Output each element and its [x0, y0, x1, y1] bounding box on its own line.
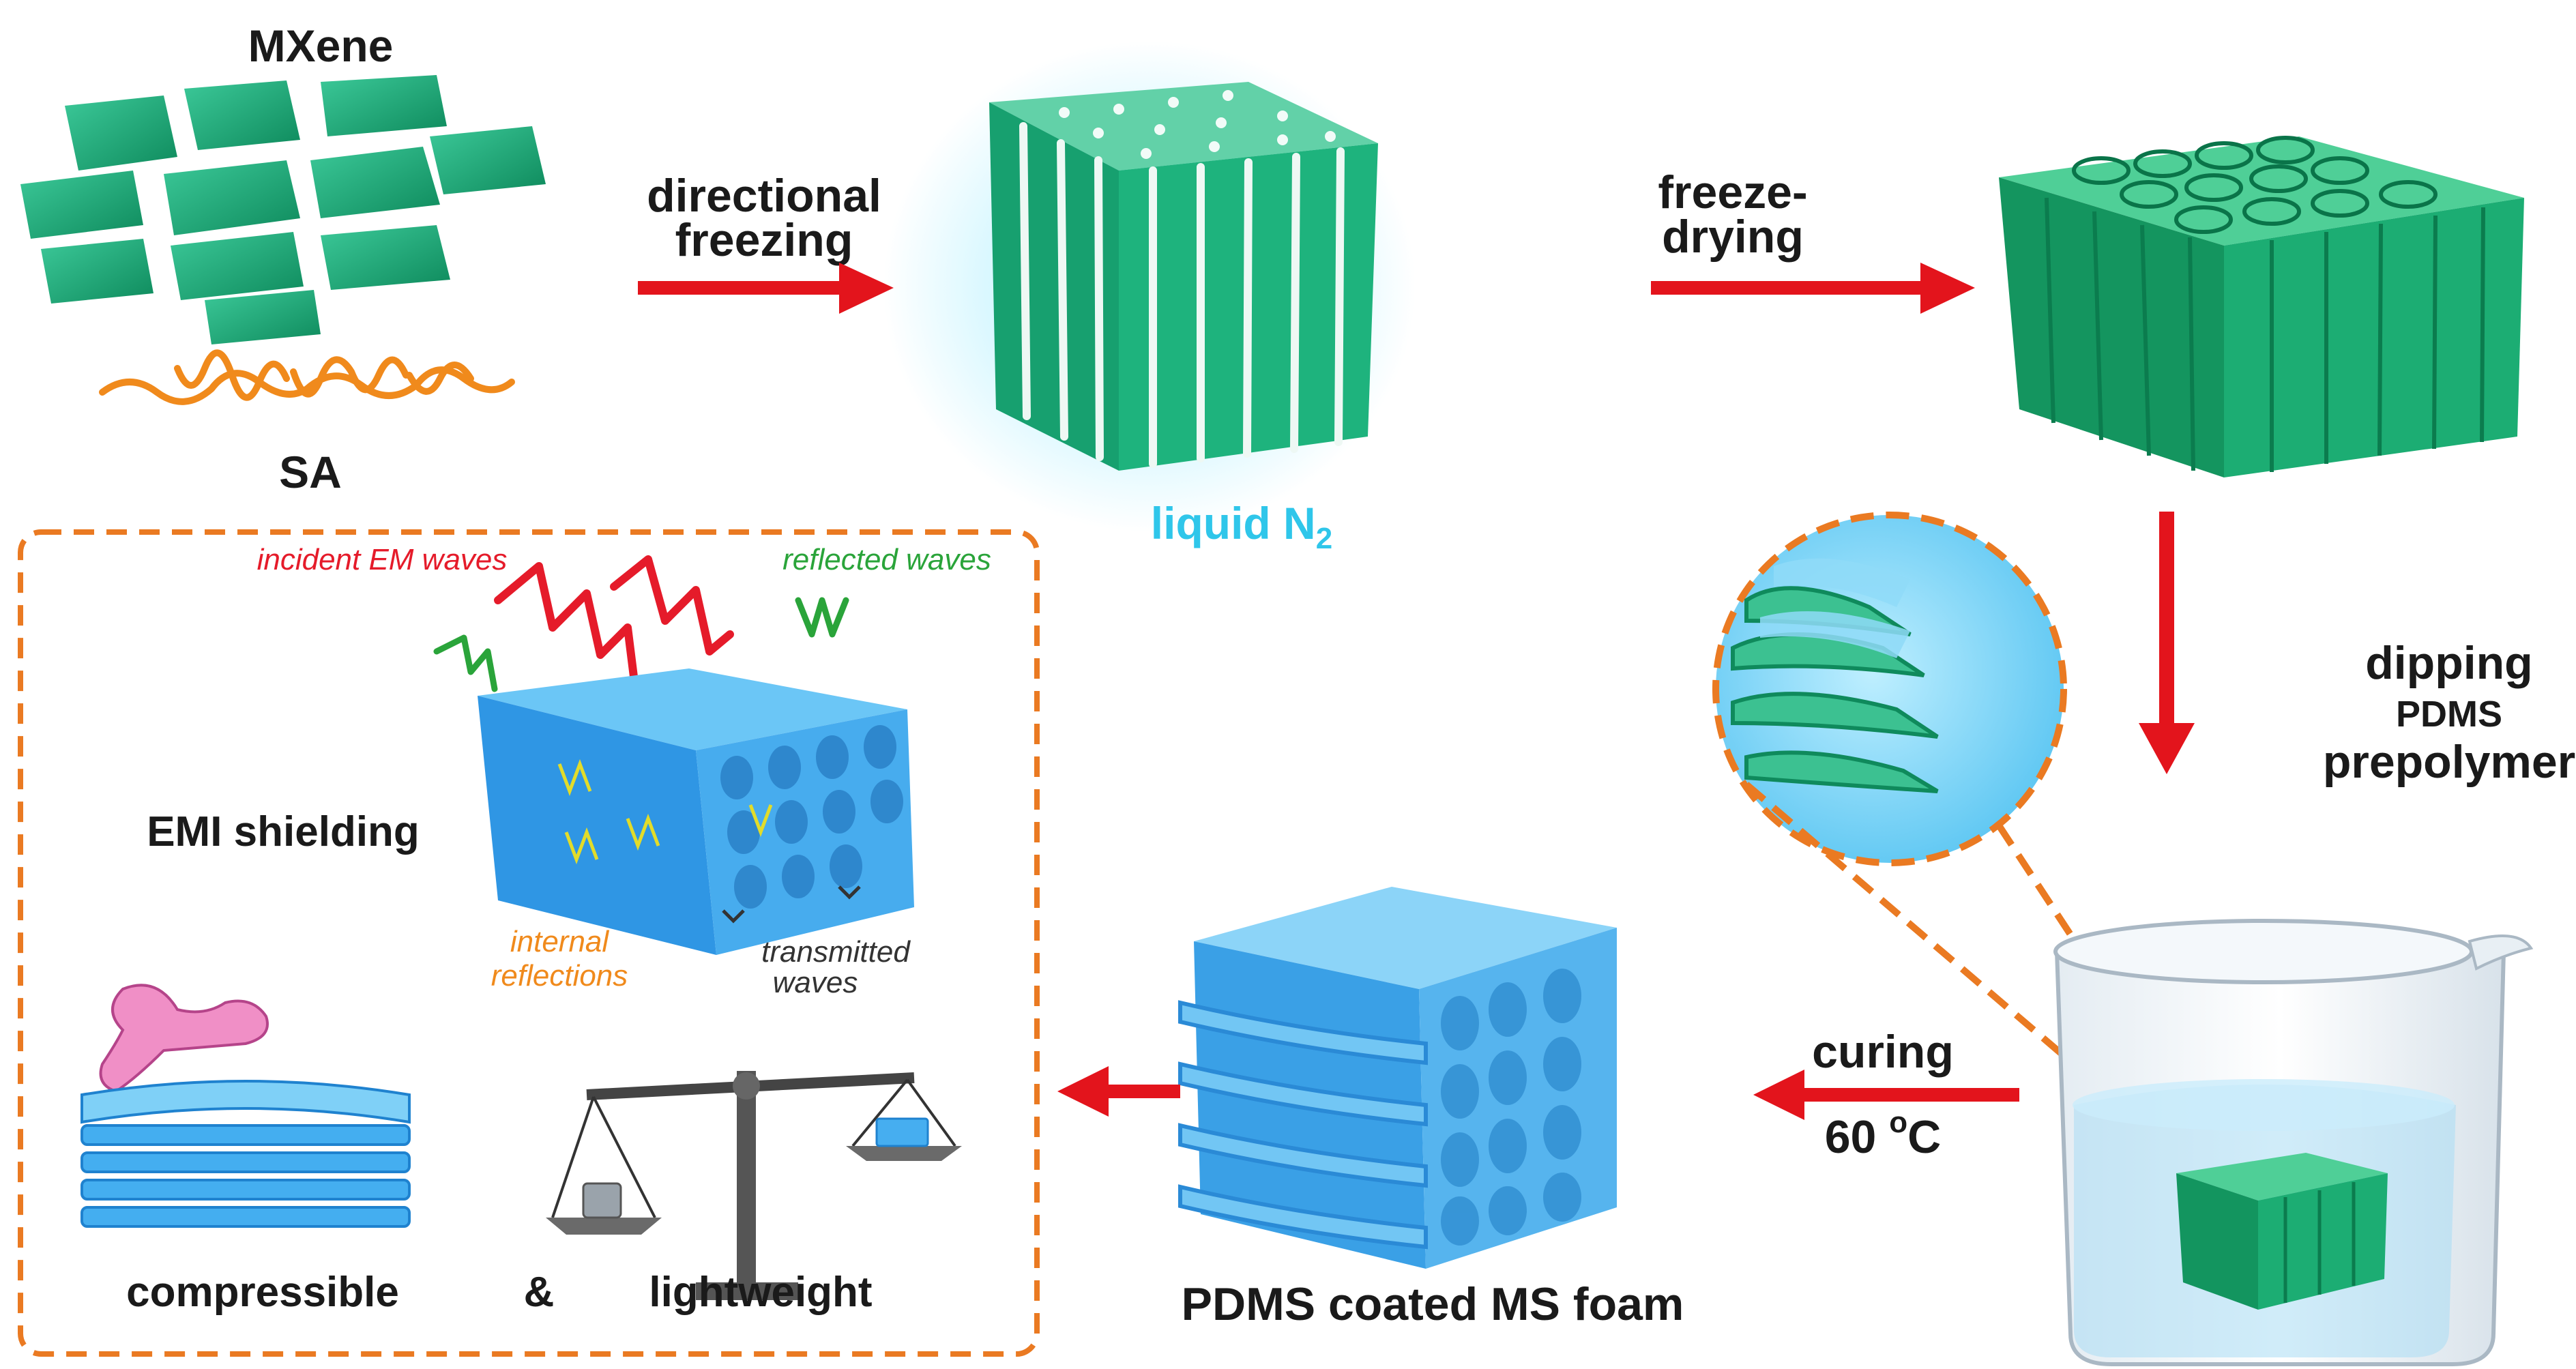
balance-scale-icon — [546, 1071, 962, 1300]
beaker — [2053, 919, 2534, 1366]
lightweight-label: lightweight — [649, 1269, 872, 1316]
reflected-label: reflected waves — [782, 543, 991, 576]
mxene-flakes — [20, 75, 546, 344]
transmitted-line1: transmitted — [761, 935, 911, 969]
sa-polymer-chains — [99, 349, 515, 405]
incident-label: incident EM waves — [257, 543, 508, 576]
arrow-left-icon — [1753, 1070, 2019, 1120]
curing-temperature: 60 oC — [1825, 1106, 1942, 1163]
curing-temp-value: 60 — [1825, 1111, 1890, 1163]
sa-label: SA — [279, 447, 342, 497]
curing-label: curing — [1812, 1026, 1954, 1078]
arrow-right-icon — [1651, 263, 1975, 314]
compressible-label: compressible — [126, 1269, 399, 1316]
frozen-block — [883, 41, 1416, 532]
ampersand-label: & — [524, 1269, 555, 1316]
directional-label-line2: freezing — [675, 214, 853, 266]
emi-shielding-label: EMI shielding — [147, 808, 420, 855]
foam-in-beaker — [2176, 1153, 2388, 1310]
properties-panel — [18, 529, 1040, 1357]
arrow-down-icon — [2139, 512, 2195, 774]
liquid-n2-subscript: 2 — [1316, 522, 1332, 555]
arrow-left-icon — [1057, 1066, 1180, 1117]
freeze-label-line1: freeze- — [1658, 166, 1807, 218]
directional-label-line1: directional — [647, 170, 881, 222]
internal-reflections-line2: reflections — [491, 959, 628, 992]
aerogel-foam — [1999, 136, 2524, 477]
dipping-label: dipping — [2365, 637, 2532, 689]
prepolymer-label: prepolymer — [2323, 736, 2575, 788]
curing-unit: C — [1907, 1111, 1941, 1163]
incident-wave-icon — [494, 555, 734, 686]
pdms-coated-foam — [1178, 887, 1617, 1269]
pdms-label: PDMS — [2396, 694, 2502, 735]
compressed-foam-stack — [80, 1080, 411, 1228]
freeze-label-line2: drying — [1662, 211, 1804, 263]
internal-reflections-line1: internal — [510, 925, 610, 958]
mxene-label: MXene — [248, 20, 394, 71]
finger-icon — [99, 984, 269, 1093]
emi-foam — [478, 668, 914, 955]
liquid-n2-label: liquid N2 — [1151, 498, 1332, 555]
arrow-right-icon — [638, 263, 894, 314]
liquid-n2-text: liquid N — [1151, 498, 1316, 548]
pdms-foam-label: PDMS coated MS foam — [1182, 1278, 1684, 1330]
zoom-lens — [1712, 512, 2067, 866]
reflected-wave-icon — [433, 597, 849, 692]
transmitted-line2: waves — [773, 966, 858, 999]
curing-degree: o — [1889, 1106, 1907, 1139]
transmitted-wave-icon — [722, 885, 861, 924]
